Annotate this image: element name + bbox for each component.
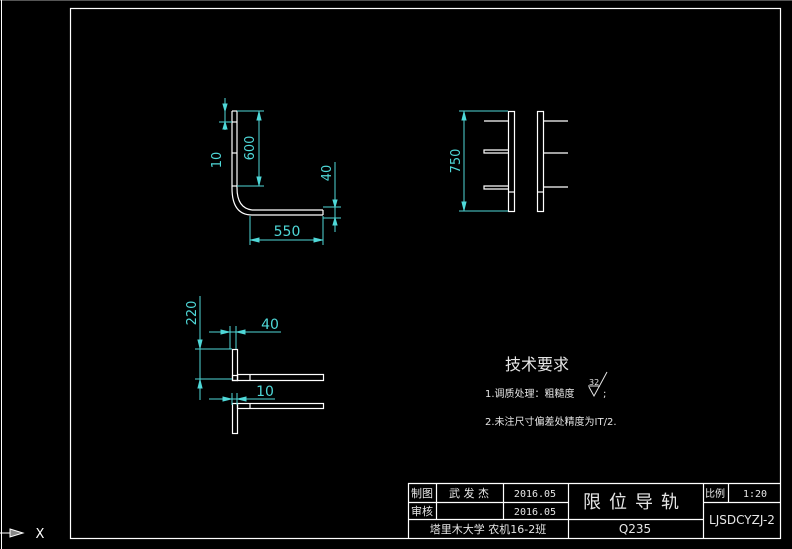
front-view-dimensions (219, 98, 341, 245)
drawn-date: 2016.05 (514, 489, 556, 500)
ucs-icon (0, 528, 25, 538)
drawing-title: 限位导轨 (583, 492, 687, 513)
drawn-by-value: 武 发 杰 (449, 486, 489, 500)
side-view-left (483, 110, 516, 213)
material: Q235 (619, 522, 651, 536)
top-view-dimensions (195, 296, 281, 405)
front-view (231, 110, 324, 216)
dim-10-front: 10 (210, 152, 225, 169)
dim-10-top: 10 (256, 384, 274, 400)
dim-40-front: 40 (320, 165, 335, 182)
title-block (407, 482, 781, 538)
drawing-border (69, 7, 782, 540)
drawing-number: LJSDCYZJ-2 (709, 513, 775, 527)
organization: 塔里木大学 农机16-2班 (430, 522, 546, 536)
ucs-x-axis-label: X (36, 527, 45, 542)
side-view-right (536, 110, 568, 213)
checked-date: 2016.05 (514, 507, 556, 518)
drawn-by-label: 制图 (411, 487, 433, 500)
window-top-edge (0, 0, 792, 1)
tech-req-item-1: 1.调质处理：粗糙度 (485, 387, 575, 400)
dim-220: 220 (185, 301, 200, 326)
dim-40-top: 40 (261, 317, 279, 333)
checked-by-label: 审核 (411, 504, 433, 518)
top-view (231, 348, 325, 435)
roughness-value: 32 (589, 378, 599, 387)
roughness-symbol-icon (588, 371, 608, 398)
dim-750: 750 (449, 149, 464, 174)
scale-label: 比例 (705, 487, 725, 500)
tech-req-heading: 技术要求 (505, 355, 569, 374)
side-view-dimensions (459, 110, 508, 212)
dim-600: 600 (243, 136, 258, 161)
tech-req-item-1-suffix: ; (603, 389, 606, 400)
dim-550: 550 (274, 224, 301, 240)
tech-req-item-2: 2.未注尺寸偏差处精度为IT/2. (485, 415, 617, 428)
scale-value: 1:20 (743, 489, 767, 500)
